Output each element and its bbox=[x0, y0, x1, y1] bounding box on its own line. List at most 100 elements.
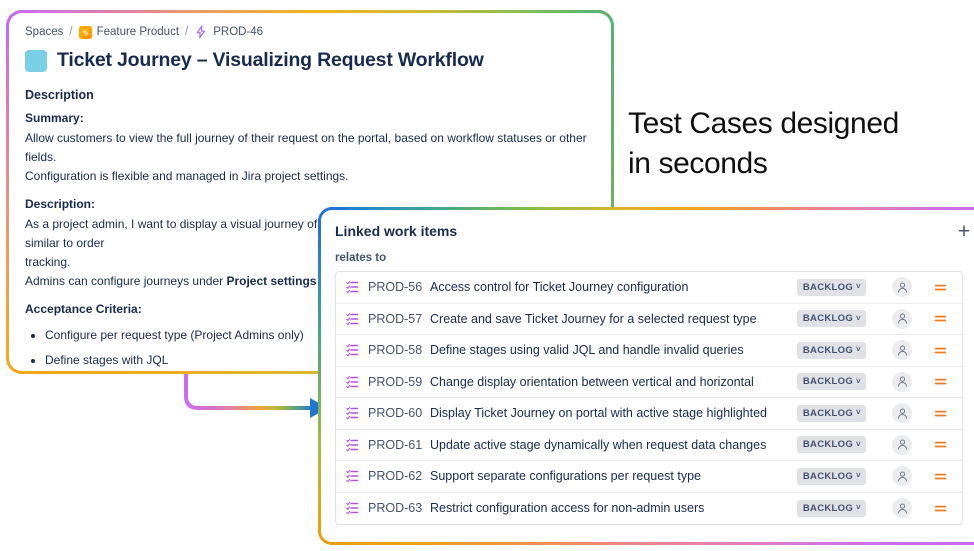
linked-card-corner-bottom-left bbox=[318, 518, 345, 545]
table-row[interactable]: PROD-63 Restrict configuration access fo… bbox=[336, 493, 962, 525]
chevron-down-icon: ˅ bbox=[856, 408, 861, 418]
linked-work-items-card: Linked work items + relates to PROD-56 A… bbox=[318, 207, 974, 545]
issue-key[interactable]: PROD-58 bbox=[368, 343, 423, 358]
breadcrumb-spaces[interactable]: Spaces bbox=[25, 26, 64, 38]
status-badge-label: BACKLOG bbox=[802, 470, 854, 482]
headline-line-1: Test Cases designed bbox=[628, 107, 899, 140]
avatar-icon[interactable] bbox=[892, 308, 912, 329]
summary-label: Summary: bbox=[25, 111, 84, 125]
description-line-2: tracking. bbox=[25, 255, 71, 269]
priority-medium-icon bbox=[932, 405, 948, 421]
linked-items-table: PROD-56 Access control for Ticket Journe… bbox=[335, 271, 963, 525]
issue-key[interactable]: PROD-63 bbox=[368, 501, 423, 516]
page-title: Ticket Journey – Visualizing Request Wor… bbox=[57, 49, 484, 71]
priority-medium-icon bbox=[932, 374, 948, 390]
issue-key[interactable]: PROD-62 bbox=[368, 469, 423, 484]
issue-summary[interactable]: Update active stage dynamically when req… bbox=[430, 437, 767, 452]
linked-work-items-header: Linked work items + bbox=[335, 220, 970, 242]
status-badge[interactable]: BACKLOG˅ bbox=[796, 373, 866, 391]
priority-medium-icon bbox=[932, 468, 948, 484]
issue-summary[interactable]: Create and save Ticket Journey for a sel… bbox=[430, 311, 757, 326]
admins-line-text: Admins can configure journeys under bbox=[25, 274, 227, 288]
issue-key[interactable]: PROD-57 bbox=[368, 311, 423, 326]
table-row[interactable]: PROD-62 Support separate configurations … bbox=[336, 461, 962, 493]
issue-key[interactable]: PROD-59 bbox=[368, 374, 423, 389]
status-badge-label: BACKLOG bbox=[802, 439, 854, 451]
breadcrumb: Spaces / Feature Product / PROD-46 bbox=[25, 25, 595, 39]
subtask-icon bbox=[346, 375, 360, 389]
subtask-icon bbox=[346, 438, 360, 452]
table-row[interactable]: PROD-57 Create and save Ticket Journey f… bbox=[336, 304, 962, 335]
chevron-down-icon: ˅ bbox=[856, 282, 861, 292]
description-heading: Description bbox=[25, 88, 94, 102]
list-item: Define stages with JQL bbox=[45, 348, 595, 371]
status-badge-label: BACKLOG bbox=[802, 502, 854, 514]
subtask-icon bbox=[346, 501, 360, 515]
avatar-icon[interactable] bbox=[892, 498, 912, 519]
avatar-icon[interactable] bbox=[892, 371, 912, 392]
priority-medium-icon bbox=[932, 500, 948, 516]
spacer bbox=[25, 186, 595, 197]
issue-key[interactable]: PROD-61 bbox=[368, 437, 423, 452]
status-badge[interactable]: BACKLOG˅ bbox=[796, 436, 866, 454]
chevron-down-icon: ˅ bbox=[856, 313, 861, 323]
subtask-icon bbox=[346, 312, 360, 326]
issue-summary[interactable]: Support separate configurations per requ… bbox=[430, 469, 702, 484]
subtask-icon bbox=[346, 406, 360, 420]
status-badge[interactable]: BACKLOG˅ bbox=[796, 278, 866, 296]
acceptance-criteria-list: Configure per request type (Project Admi… bbox=[25, 323, 595, 371]
status-badge-label: BACKLOG bbox=[802, 407, 854, 419]
status-badge[interactable]: BACKLOG˅ bbox=[796, 499, 866, 517]
issue-summary[interactable]: Change display orientation between verti… bbox=[430, 374, 754, 389]
chevron-down-icon: ˅ bbox=[856, 376, 861, 386]
epic-bolt-icon bbox=[194, 25, 208, 39]
linked-work-items-body: Linked work items + relates to PROD-56 A… bbox=[321, 210, 974, 542]
status-badge-label: BACKLOG bbox=[802, 281, 854, 293]
status-badge[interactable]: BACKLOG˅ bbox=[796, 467, 866, 485]
subtask-icon bbox=[346, 280, 360, 294]
headline-line-2: in seconds bbox=[628, 147, 768, 180]
avatar-icon[interactable] bbox=[892, 277, 912, 298]
breadcrumb-issue-key[interactable]: PROD-46 bbox=[213, 26, 264, 38]
status-badge[interactable]: BACKLOG˅ bbox=[796, 341, 866, 359]
summary-line-1: Allow customers to view the full journey… bbox=[25, 131, 587, 164]
issue-summary[interactable]: Display Ticket Journey on portal with ac… bbox=[430, 406, 767, 421]
issue-key[interactable]: PROD-60 bbox=[368, 406, 423, 421]
acceptance-criteria-label: Acceptance Criteria: bbox=[25, 302, 142, 316]
table-row[interactable]: PROD-56 Access control for Ticket Journe… bbox=[336, 272, 962, 304]
status-badge[interactable]: BACKLOG˅ bbox=[796, 310, 866, 328]
marketing-headline: Test Cases designed in seconds bbox=[628, 104, 974, 184]
issue-color-swatch bbox=[25, 49, 47, 72]
add-linked-item-button[interactable]: + bbox=[957, 219, 971, 243]
status-badge[interactable]: BACKLOG˅ bbox=[796, 404, 866, 422]
issue-summary[interactable]: Restrict configuration access for non-ad… bbox=[430, 501, 705, 516]
breadcrumb-separator-2: / bbox=[185, 26, 189, 38]
list-item: Configure per request type (Project Admi… bbox=[45, 323, 595, 348]
avatar-icon[interactable] bbox=[892, 340, 912, 361]
chevron-down-icon: ˅ bbox=[856, 503, 861, 513]
breadcrumb-project[interactable]: Feature Product bbox=[96, 26, 180, 38]
issue-summary[interactable]: Define stages using valid JQL and handle… bbox=[430, 343, 744, 358]
table-row[interactable]: PROD-58 Define stages using valid JQL an… bbox=[336, 335, 962, 367]
priority-medium-icon bbox=[932, 437, 948, 453]
subtask-icon bbox=[346, 469, 360, 483]
chevron-down-icon: ˅ bbox=[856, 345, 861, 355]
priority-medium-icon bbox=[932, 311, 948, 327]
avatar-icon[interactable] bbox=[892, 403, 912, 424]
linked-card-border-bottom bbox=[330, 542, 974, 545]
status-badge-label: BACKLOG bbox=[802, 313, 854, 325]
table-row[interactable]: PROD-60 Display Ticket Journey on portal… bbox=[336, 398, 962, 430]
table-row[interactable]: PROD-59 Change display orientation betwe… bbox=[336, 367, 962, 398]
table-row[interactable]: PROD-61 Update active stage dynamically … bbox=[336, 430, 962, 461]
breadcrumb-separator-1: / bbox=[69, 26, 73, 38]
issue-key[interactable]: PROD-56 bbox=[368, 280, 423, 295]
priority-medium-icon bbox=[932, 279, 948, 295]
chevron-down-icon: ˅ bbox=[856, 471, 861, 481]
issue-summary[interactable]: Access control for Ticket Journey config… bbox=[430, 280, 689, 295]
title-row: Ticket Journey – Visualizing Request Wor… bbox=[25, 49, 595, 72]
avatar-icon[interactable] bbox=[892, 466, 912, 487]
chevron-down-icon: ˅ bbox=[856, 439, 861, 449]
avatar-icon[interactable] bbox=[892, 434, 912, 455]
relation-type-label: relates to bbox=[335, 252, 387, 264]
